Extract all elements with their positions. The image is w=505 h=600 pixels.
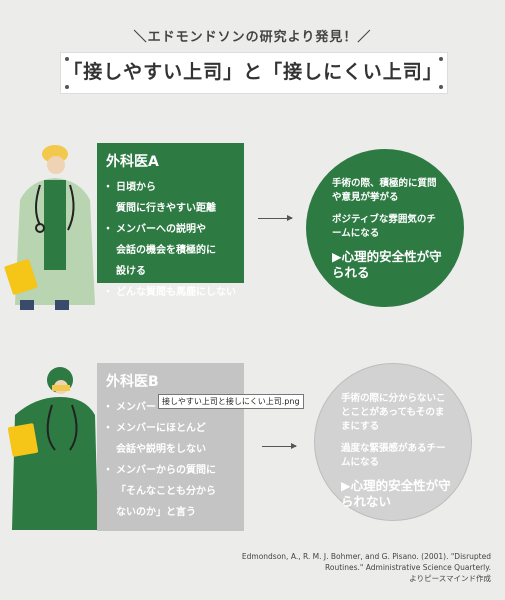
corner-dot bbox=[439, 85, 443, 89]
citation-line: Edmondson, A., R. M. J. Bohmer, and G. P… bbox=[241, 552, 491, 561]
list-item: ないのか」と言う bbox=[116, 507, 196, 518]
surgeon-b-result-circle: 手術の際に分からないことことがあってもそのままにする 過度な緊張感があるチームに… bbox=[314, 363, 472, 521]
filename-tooltip: 接しやすい上司と接しにくい上司.png bbox=[158, 394, 304, 409]
result-text: 過度な緊張感があるチームになる bbox=[341, 443, 446, 468]
citation-line: よりピースマインド作成 bbox=[409, 574, 491, 583]
result-highlight: ▶心理的安全性が守られる bbox=[332, 249, 442, 280]
result-text: ポジティブな雰囲気のチームになる bbox=[332, 214, 436, 239]
list-item: 日頃から bbox=[103, 177, 236, 198]
surgeon-a-result-circle: 手術の際、積極的に質問や意見が挙がる ポジティブな雰囲気のチームになる ▶心理的… bbox=[306, 149, 464, 307]
result-text: 手術の際に分からないことことがあってもそのままにする bbox=[341, 393, 446, 432]
list-item: 質問に行きやすい距離 bbox=[116, 203, 216, 214]
surgeon-b-title: 外科医B bbox=[106, 374, 159, 390]
surgeon-a-title: 外科医A bbox=[106, 154, 159, 170]
result-highlight: ▶心理的安全性が守られない bbox=[341, 478, 451, 509]
arrow-icon bbox=[262, 443, 297, 449]
citation-line: Routines." Administrative Science Quarte… bbox=[325, 563, 491, 572]
list-item: どんな質問も馬鹿にしない bbox=[103, 282, 236, 303]
surgeon-a-illustration bbox=[4, 145, 95, 310]
list-item: メンバーへの説明や bbox=[103, 219, 236, 240]
list-item: 会話や説明をしない bbox=[116, 444, 206, 455]
surgeon-a-list: 日頃から 質問に行きやすい距離 メンバーへの説明や 会話の機会を積極的に 設ける… bbox=[103, 177, 236, 303]
list-item: メンバーからの質問に bbox=[103, 460, 236, 481]
list-item: 「そんなことも分から bbox=[116, 486, 216, 497]
citation: Edmondson, A., R. M. J. Bohmer, and G. P… bbox=[241, 551, 491, 584]
surgeon-a-card: 外科医A 日頃から 質問に行きやすい距離 メンバーへの説明や 会話の機会を積極的… bbox=[97, 143, 244, 303]
page-title: 「接しやすい上司」と「接しにくい上司」 bbox=[63, 61, 443, 83]
list-item: メンバー bbox=[103, 397, 236, 418]
header-subtitle: ＼エドモンドソンの研究より発見！／ bbox=[133, 30, 372, 45]
surgeon-b-card: 外科医B メンバー メンバーにほとんど 会話や説明をしない メンバーからの質問に… bbox=[97, 363, 244, 531]
corner-dot bbox=[65, 57, 69, 61]
result-text: 手術の際、積極的に質問や意見が挙がる bbox=[332, 178, 437, 203]
title-box bbox=[60, 52, 448, 94]
arrow-icon bbox=[258, 215, 293, 221]
list-item: 会話の機会を積極的に bbox=[116, 245, 216, 256]
corner-dot bbox=[439, 57, 443, 61]
list-item: メンバーにほとんど bbox=[103, 418, 236, 439]
surgeon-b-illustration bbox=[7, 367, 98, 530]
corner-dot bbox=[65, 85, 69, 89]
list-item: 設ける bbox=[116, 266, 146, 277]
surgeon-b-list: メンバー メンバーにほとんど 会話や説明をしない メンバーからの質問に 「そんな… bbox=[103, 397, 236, 523]
